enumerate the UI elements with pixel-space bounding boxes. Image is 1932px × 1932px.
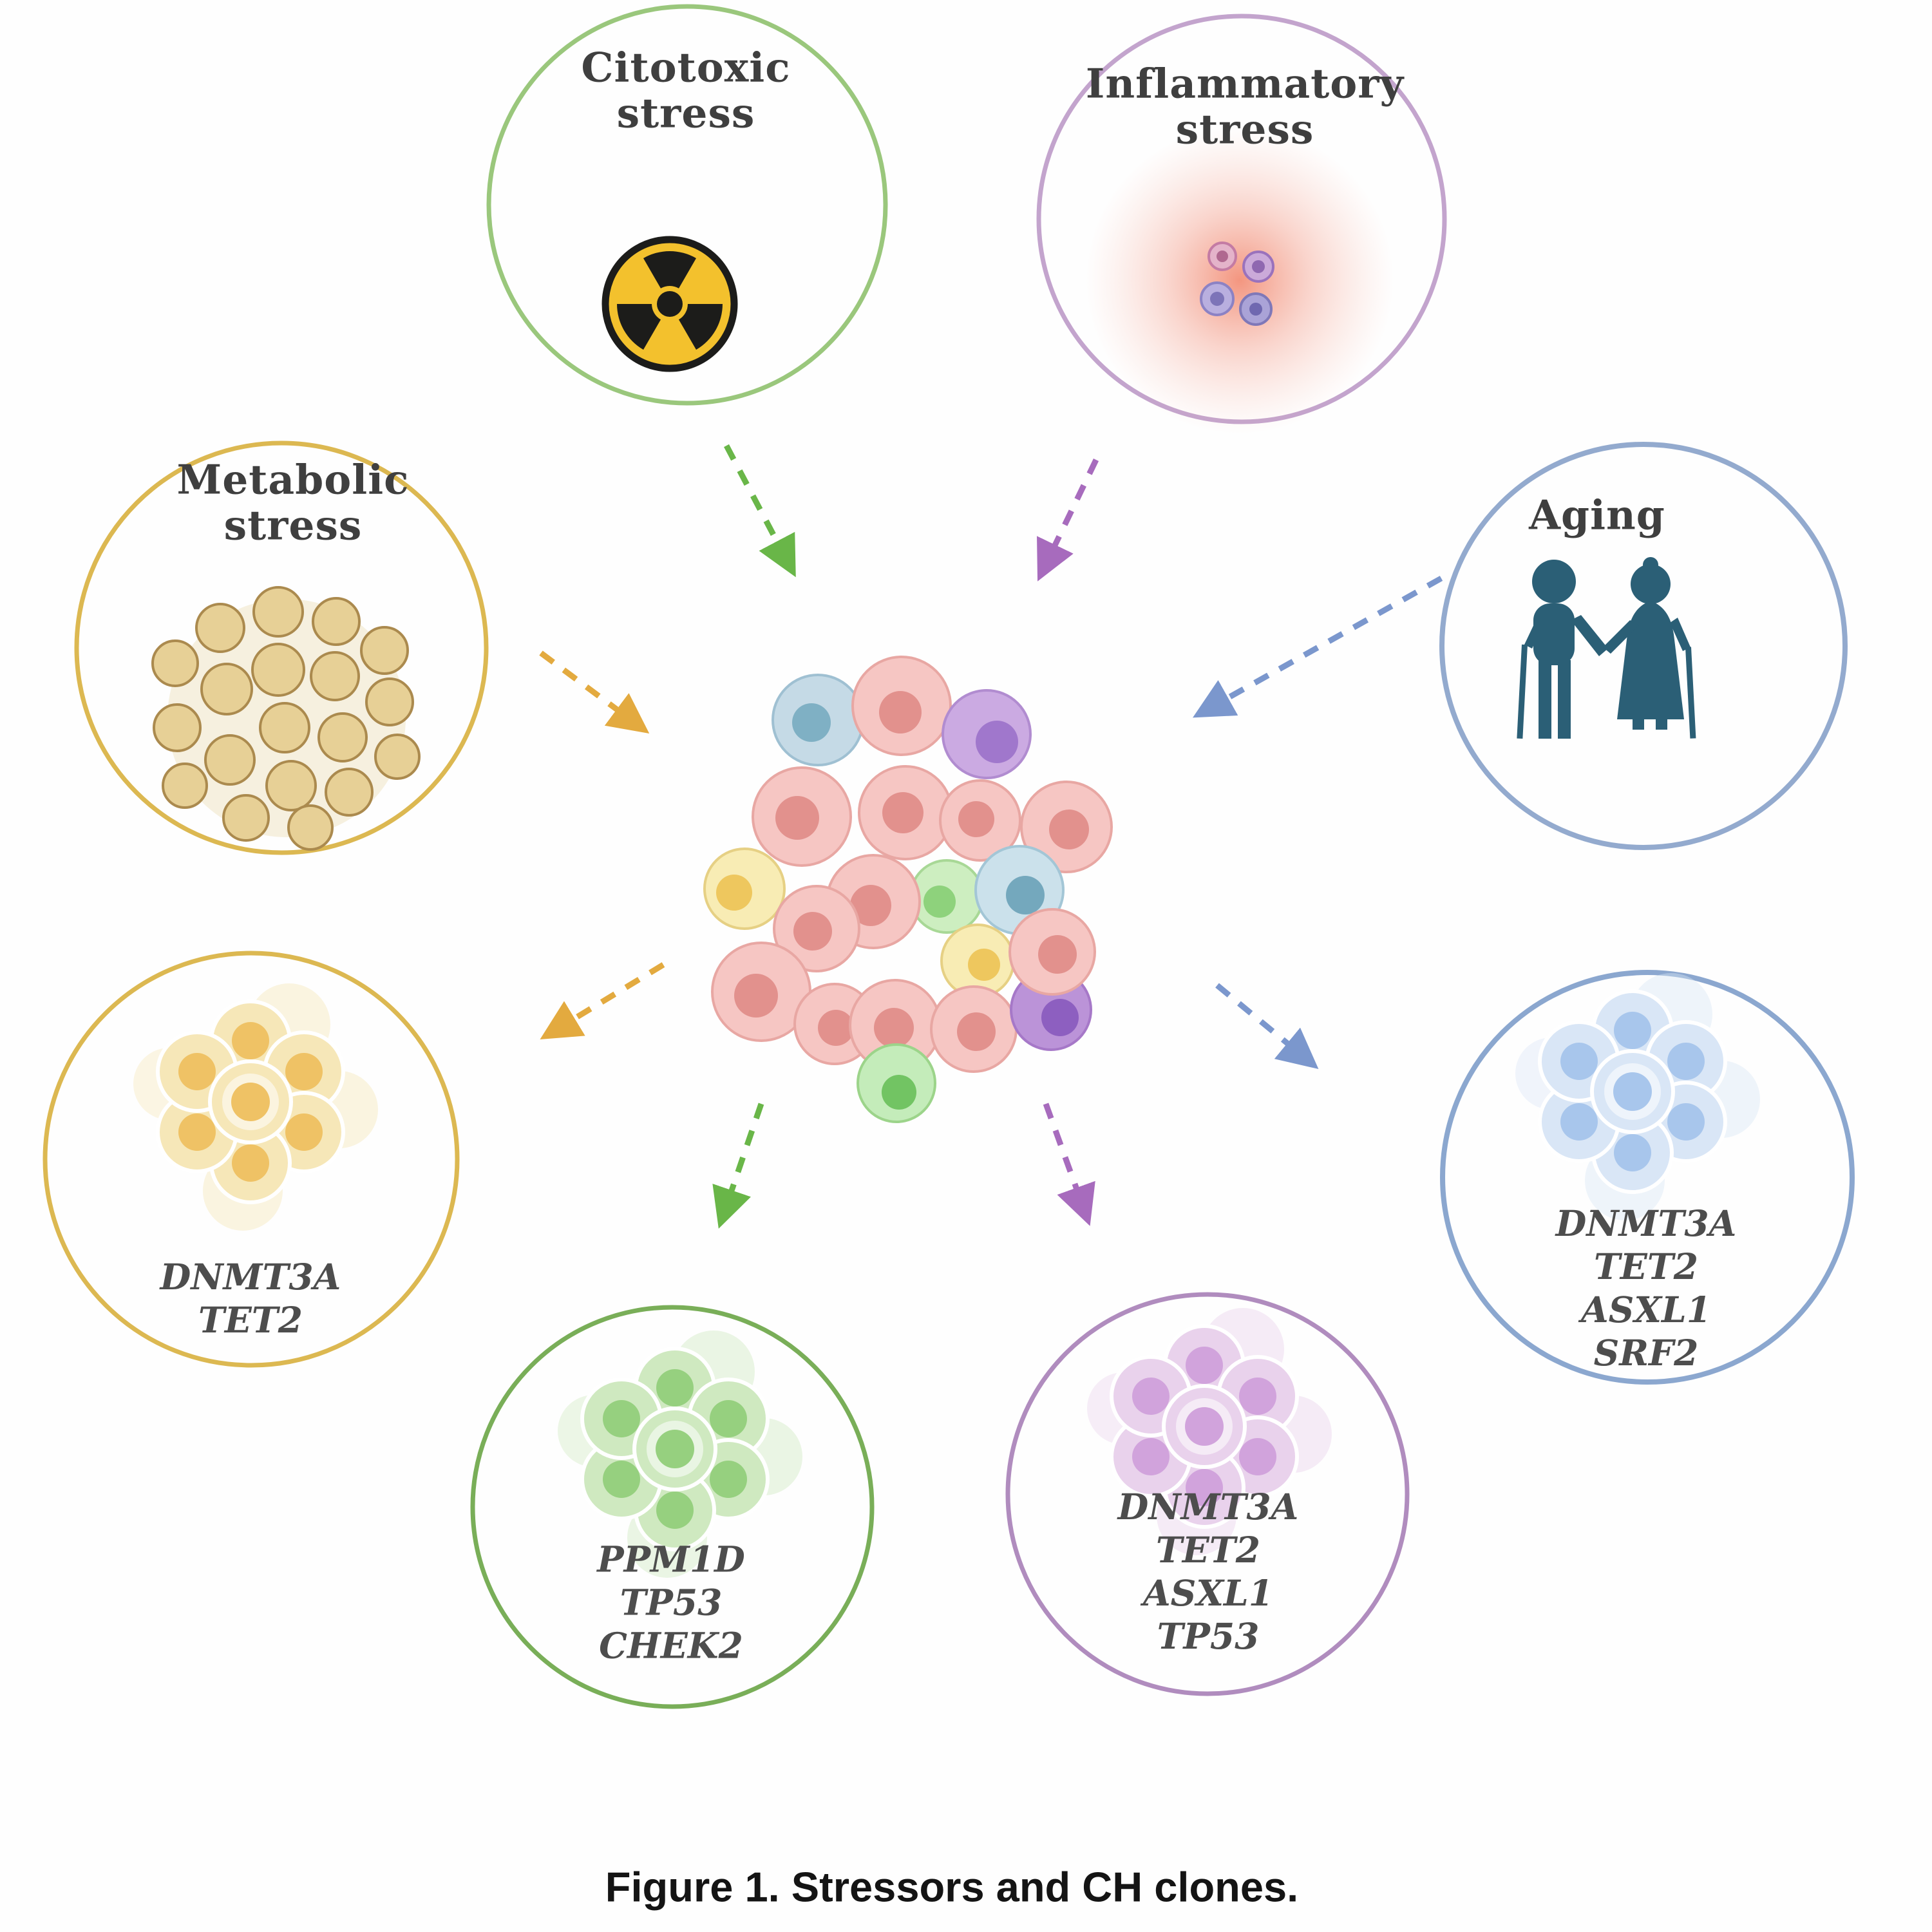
arrow-center-to-aging-clone <box>1215 983 1319 1070</box>
metabolic-stress-label: Metabolic stress <box>176 455 410 549</box>
aging-clone-circle <box>1440 970 1855 1385</box>
aging-circle <box>1439 442 1848 850</box>
arrow-center-to-metabolic-clone <box>540 962 665 1040</box>
arrow-metabolic-to-center <box>539 650 650 734</box>
inflammatory-clone-genes: DNMT3A TET2 ASXL1 TP53 <box>1117 1485 1299 1658</box>
arrow-center-to-cytotoxic-clone <box>712 1103 764 1229</box>
aging-clone-cells-icon <box>1515 973 1760 1220</box>
metabolic-stress-circle <box>74 440 489 855</box>
citotoxic-stress-label: Citotoxic stress <box>581 43 791 137</box>
inflammatory-clone-circle <box>1005 1292 1410 1696</box>
aging-clone-genes: DNMT3A TET2 ASXL1 SRF2 <box>1555 1202 1737 1374</box>
metabolic-clone-circle <box>43 951 460 1368</box>
cytotoxic-clone-genes: PPM1D TP53 CHEK2 <box>597 1538 745 1667</box>
citotoxic-stress-circle <box>486 4 888 406</box>
aging-label: Aging <box>1529 491 1665 539</box>
radiation-icon <box>601 236 738 372</box>
metabolic-clone-cells-icon <box>133 983 378 1231</box>
inflamed-cells-icon <box>1085 126 1394 435</box>
arrow-inflammatory-to-center <box>1037 459 1099 582</box>
arrow-center-to-inflammatory-clone <box>1043 1103 1095 1226</box>
metabolic-clone-genes: DNMT3A TET2 <box>160 1255 341 1341</box>
central-cell-cluster-icon <box>703 656 1113 1123</box>
arrow-citotoxic-to-center <box>724 444 796 578</box>
inflammatory-stress-label: Inflammatory stress <box>1085 59 1405 153</box>
arrow-aging-to-center <box>1193 576 1443 718</box>
adipocyte-cluster-icon <box>151 586 421 851</box>
elderly-couple-icon <box>1517 557 1696 739</box>
figure-caption: Figure 1. Stressors and CH clones. <box>605 1863 1299 1911</box>
cytotoxic-clone-circle <box>470 1305 875 1709</box>
